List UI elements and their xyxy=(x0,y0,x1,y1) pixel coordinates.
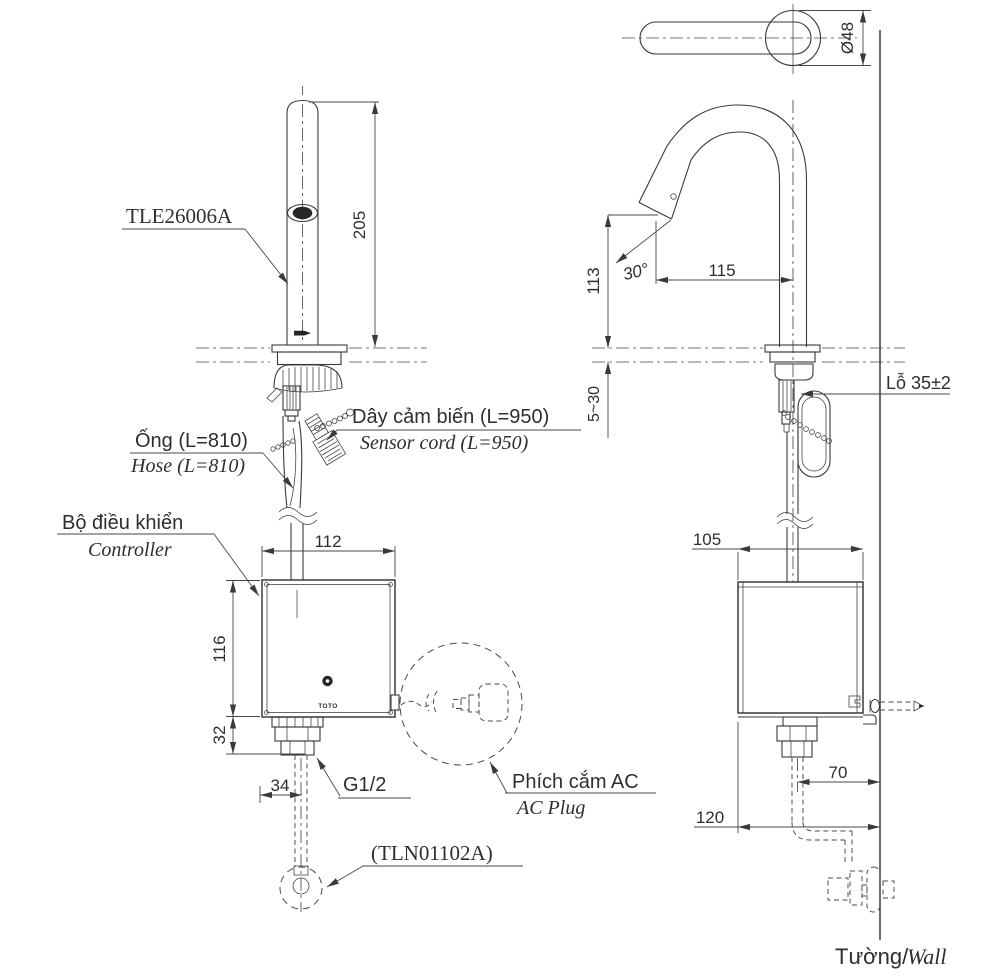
dim-controller-depth: 105 xyxy=(693,530,721,549)
supply-valve xyxy=(827,866,895,913)
label-controller-vi: Bộ điều khiển xyxy=(62,512,183,534)
top-view xyxy=(622,4,857,74)
supply-hose-front xyxy=(279,755,323,912)
sensor-plug xyxy=(304,413,347,466)
ac-plug-detail xyxy=(399,642,523,766)
dim-controller-height: 116 xyxy=(210,635,229,662)
controller-front: TOTO xyxy=(261,579,400,718)
sensor-window xyxy=(292,206,313,220)
hose-end-detail-circle xyxy=(279,866,323,910)
supply-pipe-side xyxy=(791,757,895,913)
dim-shank-length: 32 xyxy=(210,726,229,745)
inlet-fitting-side xyxy=(776,716,818,758)
escutcheon-hatch xyxy=(282,367,338,392)
faucet-body-front xyxy=(286,86,319,345)
hose-hanger-loop xyxy=(797,390,831,478)
dim-controller-width: 112 xyxy=(314,532,341,551)
label-ac-plug-vi: Phích cắm AC xyxy=(512,770,639,793)
deck-escutcheon-front xyxy=(271,344,348,393)
label-ac-plug-en: AC Plug xyxy=(515,797,585,819)
label-sensor-cord-en: Sensor cord (L=950) xyxy=(360,432,529,454)
brand-logo: TOTO xyxy=(318,703,337,710)
label-controller-en: Controller xyxy=(88,539,172,561)
front-view: TOTO xyxy=(196,86,523,912)
label-wall-en: Wall xyxy=(907,944,947,969)
bead-chain-left xyxy=(270,438,296,452)
under-deck-assembly-side xyxy=(774,363,832,582)
counter-lines-front xyxy=(196,347,427,363)
bead-chain-right xyxy=(314,408,354,431)
dimensions: 205 112 116 32 34 Ø48 113 30° 115 xyxy=(210,10,880,833)
dim-hose-offset: 34 xyxy=(271,776,290,795)
faucet-body-side xyxy=(638,100,808,582)
inlet-fitting-front xyxy=(271,716,324,756)
label-thread: G1/2 xyxy=(343,774,386,796)
under-deck-assembly-front xyxy=(266,385,354,509)
label-sensor-cord-vi: Dây cảm biến (L=950) xyxy=(352,406,549,428)
dim-pipe-to-wall: 70 xyxy=(829,763,848,782)
hose-break-front xyxy=(278,507,318,580)
controller-side xyxy=(737,581,925,725)
dim-tip-height: 113 xyxy=(584,267,603,294)
hanger-chain xyxy=(781,410,832,444)
label-product-code: TLE26006A xyxy=(126,204,233,228)
sensor-window-outline xyxy=(286,203,319,223)
dim-spout-angle: 30° xyxy=(621,259,651,284)
mount-clip xyxy=(848,695,861,708)
label-related-code: (TLN01102A) xyxy=(371,841,493,865)
ac-cable-outlet xyxy=(390,694,400,711)
outlet-mark xyxy=(294,330,311,336)
label-hole: Lỗ 35±2 xyxy=(886,372,951,393)
dim-controller-to-wall: 120 xyxy=(696,808,724,827)
side-view xyxy=(592,4,925,940)
dim-deck-thickness: 5~30 xyxy=(586,386,603,422)
label-hose-vi: Ống (L=810) xyxy=(135,428,248,452)
label-hose-en: Hose (L=810) xyxy=(130,455,245,477)
label-wall-vi: Tường/ xyxy=(835,944,909,969)
deck-side xyxy=(592,344,905,363)
dim-base-diameter: Ø48 xyxy=(838,22,857,54)
labels: TLE26006A Dây cảm biến (L=950) Sensor co… xyxy=(57,204,951,969)
dim-spout-height: 205 xyxy=(350,211,369,239)
dim-spout-reach: 115 xyxy=(708,261,735,280)
wall-bracket xyxy=(863,714,877,725)
mounting-screw xyxy=(869,698,925,714)
